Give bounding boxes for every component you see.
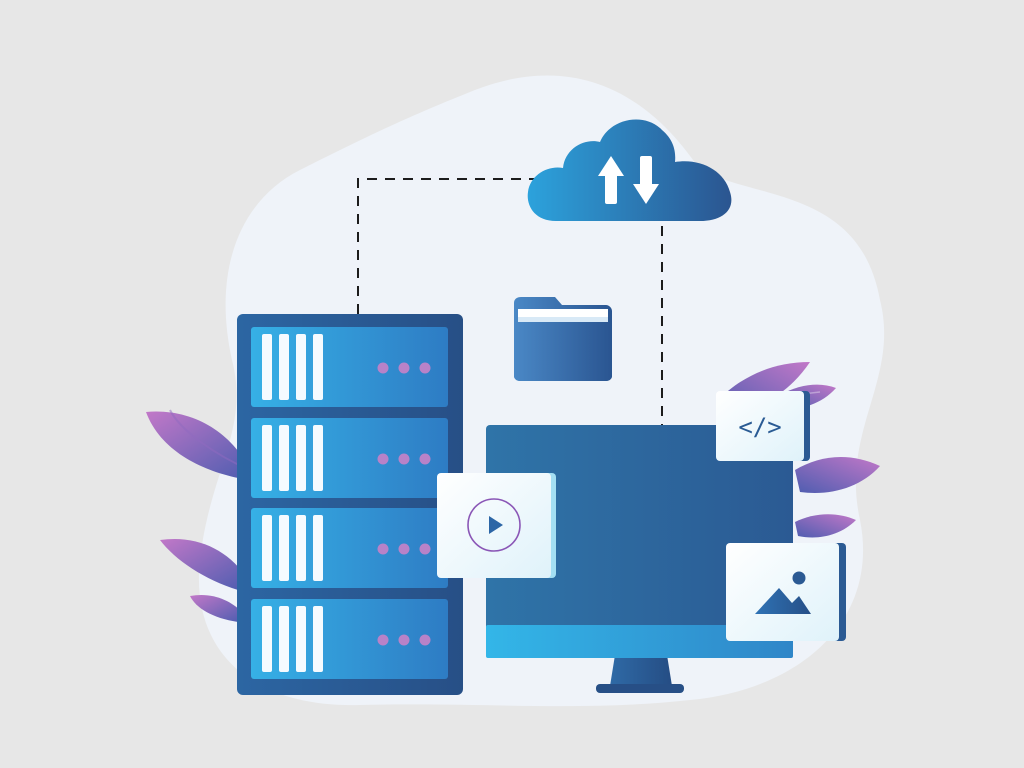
connection-lines — [357, 178, 663, 428]
image-icon — [755, 571, 811, 614]
server-unit — [251, 599, 448, 679]
server-unit — [251, 508, 448, 588]
play-icon — [467, 498, 521, 552]
folder-icon — [514, 297, 612, 381]
server-unit — [251, 418, 448, 498]
monitor-icon — [486, 425, 793, 693]
server-unit — [251, 327, 448, 407]
code-card: </> — [716, 391, 810, 461]
leaf-icon — [146, 409, 251, 622]
download-arrow-icon — [633, 156, 659, 204]
server-rack-icon — [237, 314, 463, 695]
upload-arrow-icon — [598, 156, 624, 204]
video-card — [437, 473, 556, 578]
image-card — [726, 543, 846, 641]
cloud-icon — [527, 119, 732, 221]
code-icon: </> — [738, 413, 781, 441]
